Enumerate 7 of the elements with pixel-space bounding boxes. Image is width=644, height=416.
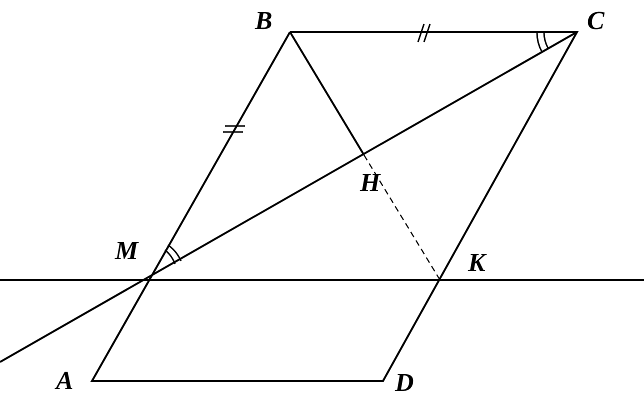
point-label: D	[395, 370, 414, 396]
point-label: H	[360, 170, 380, 196]
point-label: K	[468, 250, 486, 276]
point-label: B	[255, 8, 272, 34]
point-label: A	[56, 368, 74, 394]
point-label: M	[115, 238, 138, 264]
point-label: C	[587, 8, 604, 34]
